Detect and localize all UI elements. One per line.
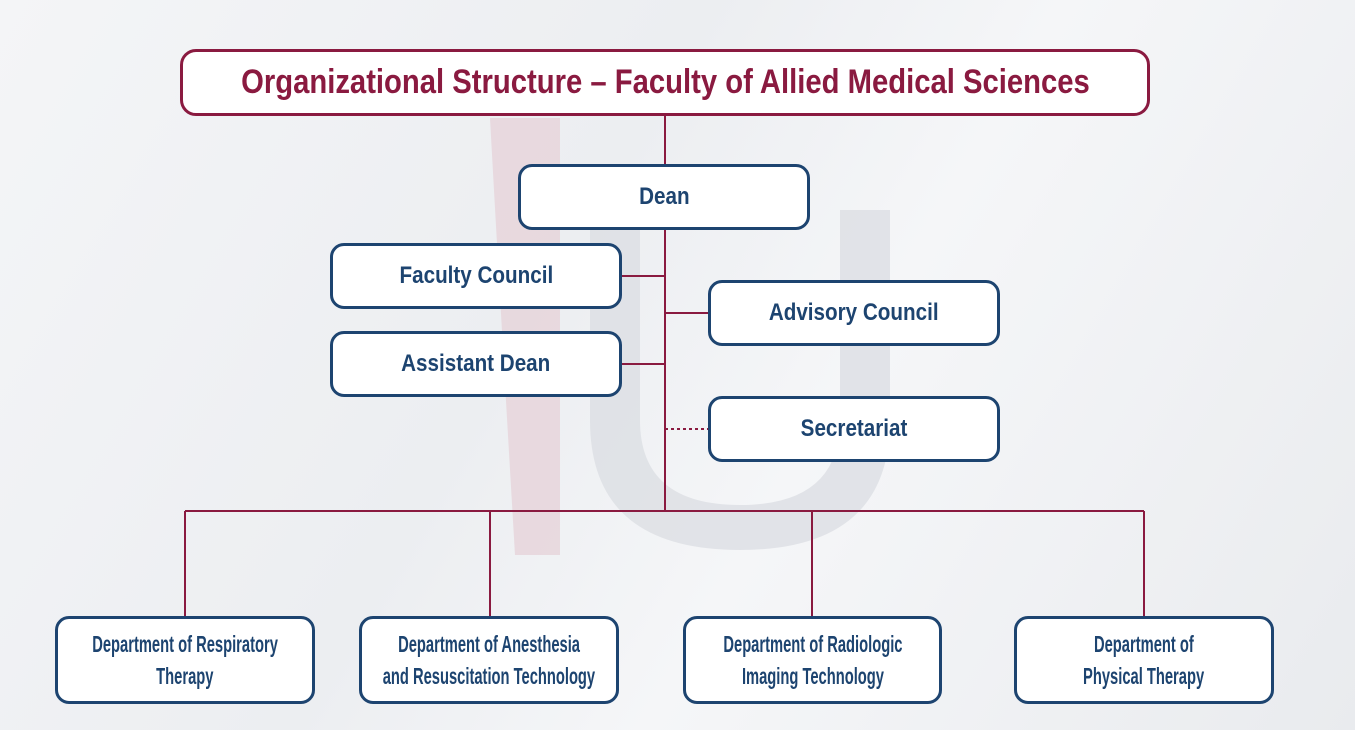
dept-label-line1: Department of xyxy=(1094,631,1194,657)
dept-label-line2: Therapy xyxy=(156,663,214,689)
title-text: Organizational Structure – Faculty of Al… xyxy=(240,63,1090,101)
node-label: Secretariat xyxy=(800,415,908,442)
node-advisory-council: Advisory Council xyxy=(708,280,1000,346)
node-label: Advisory Council xyxy=(769,299,939,326)
dept-label-line1: Department of Anesthesia xyxy=(398,631,580,657)
dept-label-line2: Imaging Technology xyxy=(741,663,884,689)
node-faculty-council: Faculty Council xyxy=(330,243,622,309)
node-label: Faculty Council xyxy=(399,262,553,289)
dept-label-line2: Physical Therapy xyxy=(1083,663,1205,689)
dept-label-line1: Department of Radiologic xyxy=(722,631,903,657)
node-department-anesthesia: Department of Anesthesia and Resuscitatio… xyxy=(359,616,619,704)
node-assistant-dean: Assistant Dean xyxy=(330,331,622,397)
node-secretariat: Secretariat xyxy=(708,396,1000,462)
node-dean: Dean xyxy=(518,164,810,230)
node-department-physical-therapy: Department of Physical Therapy xyxy=(1014,616,1274,704)
dept-label-line1: Department of Respiratory xyxy=(92,631,278,657)
dept-label-line2: and Resuscitation Technology xyxy=(382,663,596,689)
node-label: Dean xyxy=(638,183,690,210)
chart-title: Organizational Structure – Faculty of Al… xyxy=(180,49,1150,116)
node-label: Assistant Dean xyxy=(401,350,551,377)
